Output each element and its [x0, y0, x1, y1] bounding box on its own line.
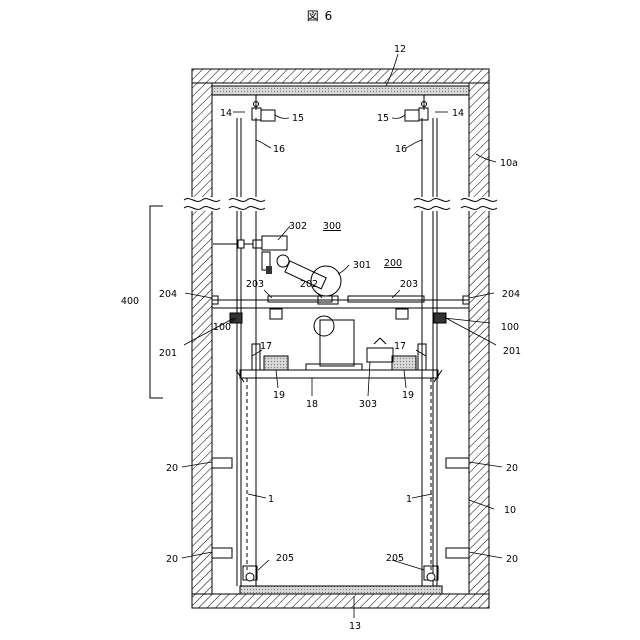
bottom-wall: [192, 594, 489, 608]
label-205-right: 205: [386, 553, 404, 564]
label-17-left: 17: [260, 341, 272, 352]
label-202: 202: [300, 279, 318, 290]
left-wall: [192, 69, 212, 608]
label-301: 301: [353, 260, 371, 271]
car-frame: [247, 378, 431, 570]
label-20-left-lower: 20: [166, 554, 178, 565]
range-bracket-400: [150, 206, 163, 398]
label-19-left: 19: [273, 390, 285, 401]
label-201-left: 201: [159, 348, 177, 359]
label-300: 300: [323, 221, 341, 232]
label-203-left: 203: [246, 279, 264, 290]
label-1-right: 1: [406, 494, 412, 505]
figure-title: 図 6: [307, 9, 333, 23]
label-10a: 10a: [500, 158, 518, 169]
label-302: 302: [289, 221, 307, 232]
label-100-right: 100: [501, 322, 519, 333]
label-15-left: 15: [292, 113, 304, 124]
guide-rails: [229, 118, 450, 586]
wall-brackets: [212, 458, 469, 558]
top-wall: [192, 69, 489, 83]
label-204-right: 204: [502, 289, 520, 300]
label-18: 18: [306, 399, 318, 410]
label-1-left: 1: [268, 494, 274, 505]
label-12: 12: [394, 44, 406, 55]
robot-arm: [213, 236, 341, 304]
label-14-left: 14: [220, 108, 232, 119]
label-17-right: 17: [394, 341, 406, 352]
label-20-left-upper: 20: [166, 463, 178, 474]
right-wall: [469, 69, 489, 608]
label-16-left: 16: [273, 144, 285, 155]
label-205-left: 205: [276, 553, 294, 564]
label-100-left: 100: [213, 322, 231, 333]
label-204-left: 204: [159, 289, 177, 300]
label-400: 400: [121, 296, 139, 307]
reference-labels: 12 14 15 15 14 16 16 10a 302 300 301 200…: [121, 44, 521, 632]
work-floor: [212, 296, 469, 323]
label-19-right: 19: [402, 390, 414, 401]
label-201-right: 201: [503, 346, 521, 357]
ceiling-beam: [212, 86, 469, 95]
buffers: [243, 566, 438, 581]
leader-lines: [182, 54, 502, 618]
label-10: 10: [504, 505, 516, 516]
label-20-right-lower: 20: [506, 554, 518, 565]
label-13: 13: [349, 621, 361, 632]
label-20-right-upper: 20: [506, 463, 518, 474]
label-203-right: 203: [400, 279, 418, 290]
label-303: 303: [359, 399, 377, 410]
hoistway-walls: [184, 69, 497, 608]
label-14-right: 14: [452, 108, 464, 119]
pit-floor: [240, 586, 442, 594]
label-15-right: 15: [377, 113, 389, 124]
label-16-right: 16: [395, 144, 407, 155]
label-200: 200: [384, 258, 402, 269]
